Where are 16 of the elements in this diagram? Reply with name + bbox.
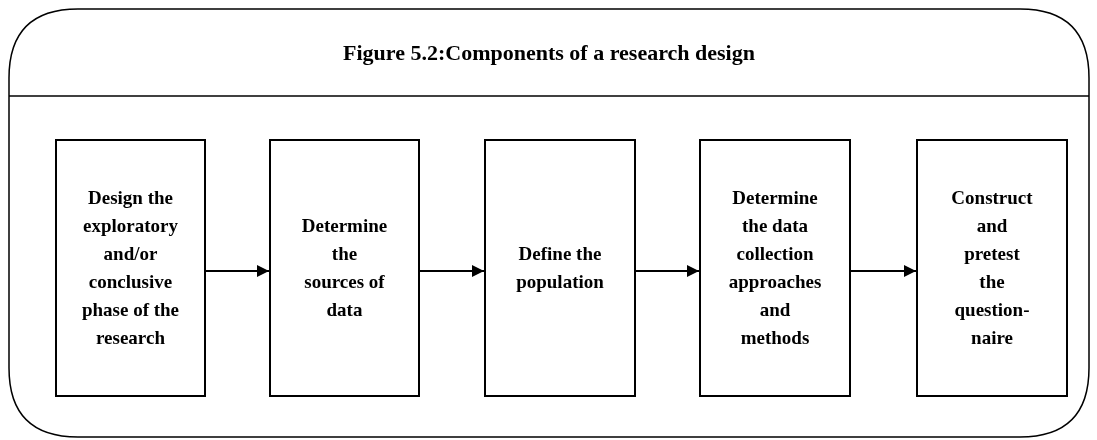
box-label: Determine the data collection approaches and methods	[727, 186, 823, 350]
arrow	[205, 265, 270, 277]
process-box	[55, 139, 206, 397]
process-box	[269, 139, 420, 397]
frame-heading: Figure 5.2:Components of a research design	[342, 40, 756, 66]
arrow	[419, 265, 485, 277]
process-box	[484, 139, 636, 397]
process-box	[699, 139, 851, 397]
box-label: Determine the sources of data	[301, 214, 388, 322]
rounded-frame	[8, 8, 1090, 438]
box-label: Design the exploratory and/or conclusive phase of the research	[80, 186, 181, 350]
process-box	[916, 139, 1068, 397]
box-label: Construct and pretest the question-naire	[951, 186, 1033, 350]
arrow	[850, 265, 917, 277]
arrow	[635, 265, 700, 277]
box-label: Define the population	[516, 242, 604, 294]
